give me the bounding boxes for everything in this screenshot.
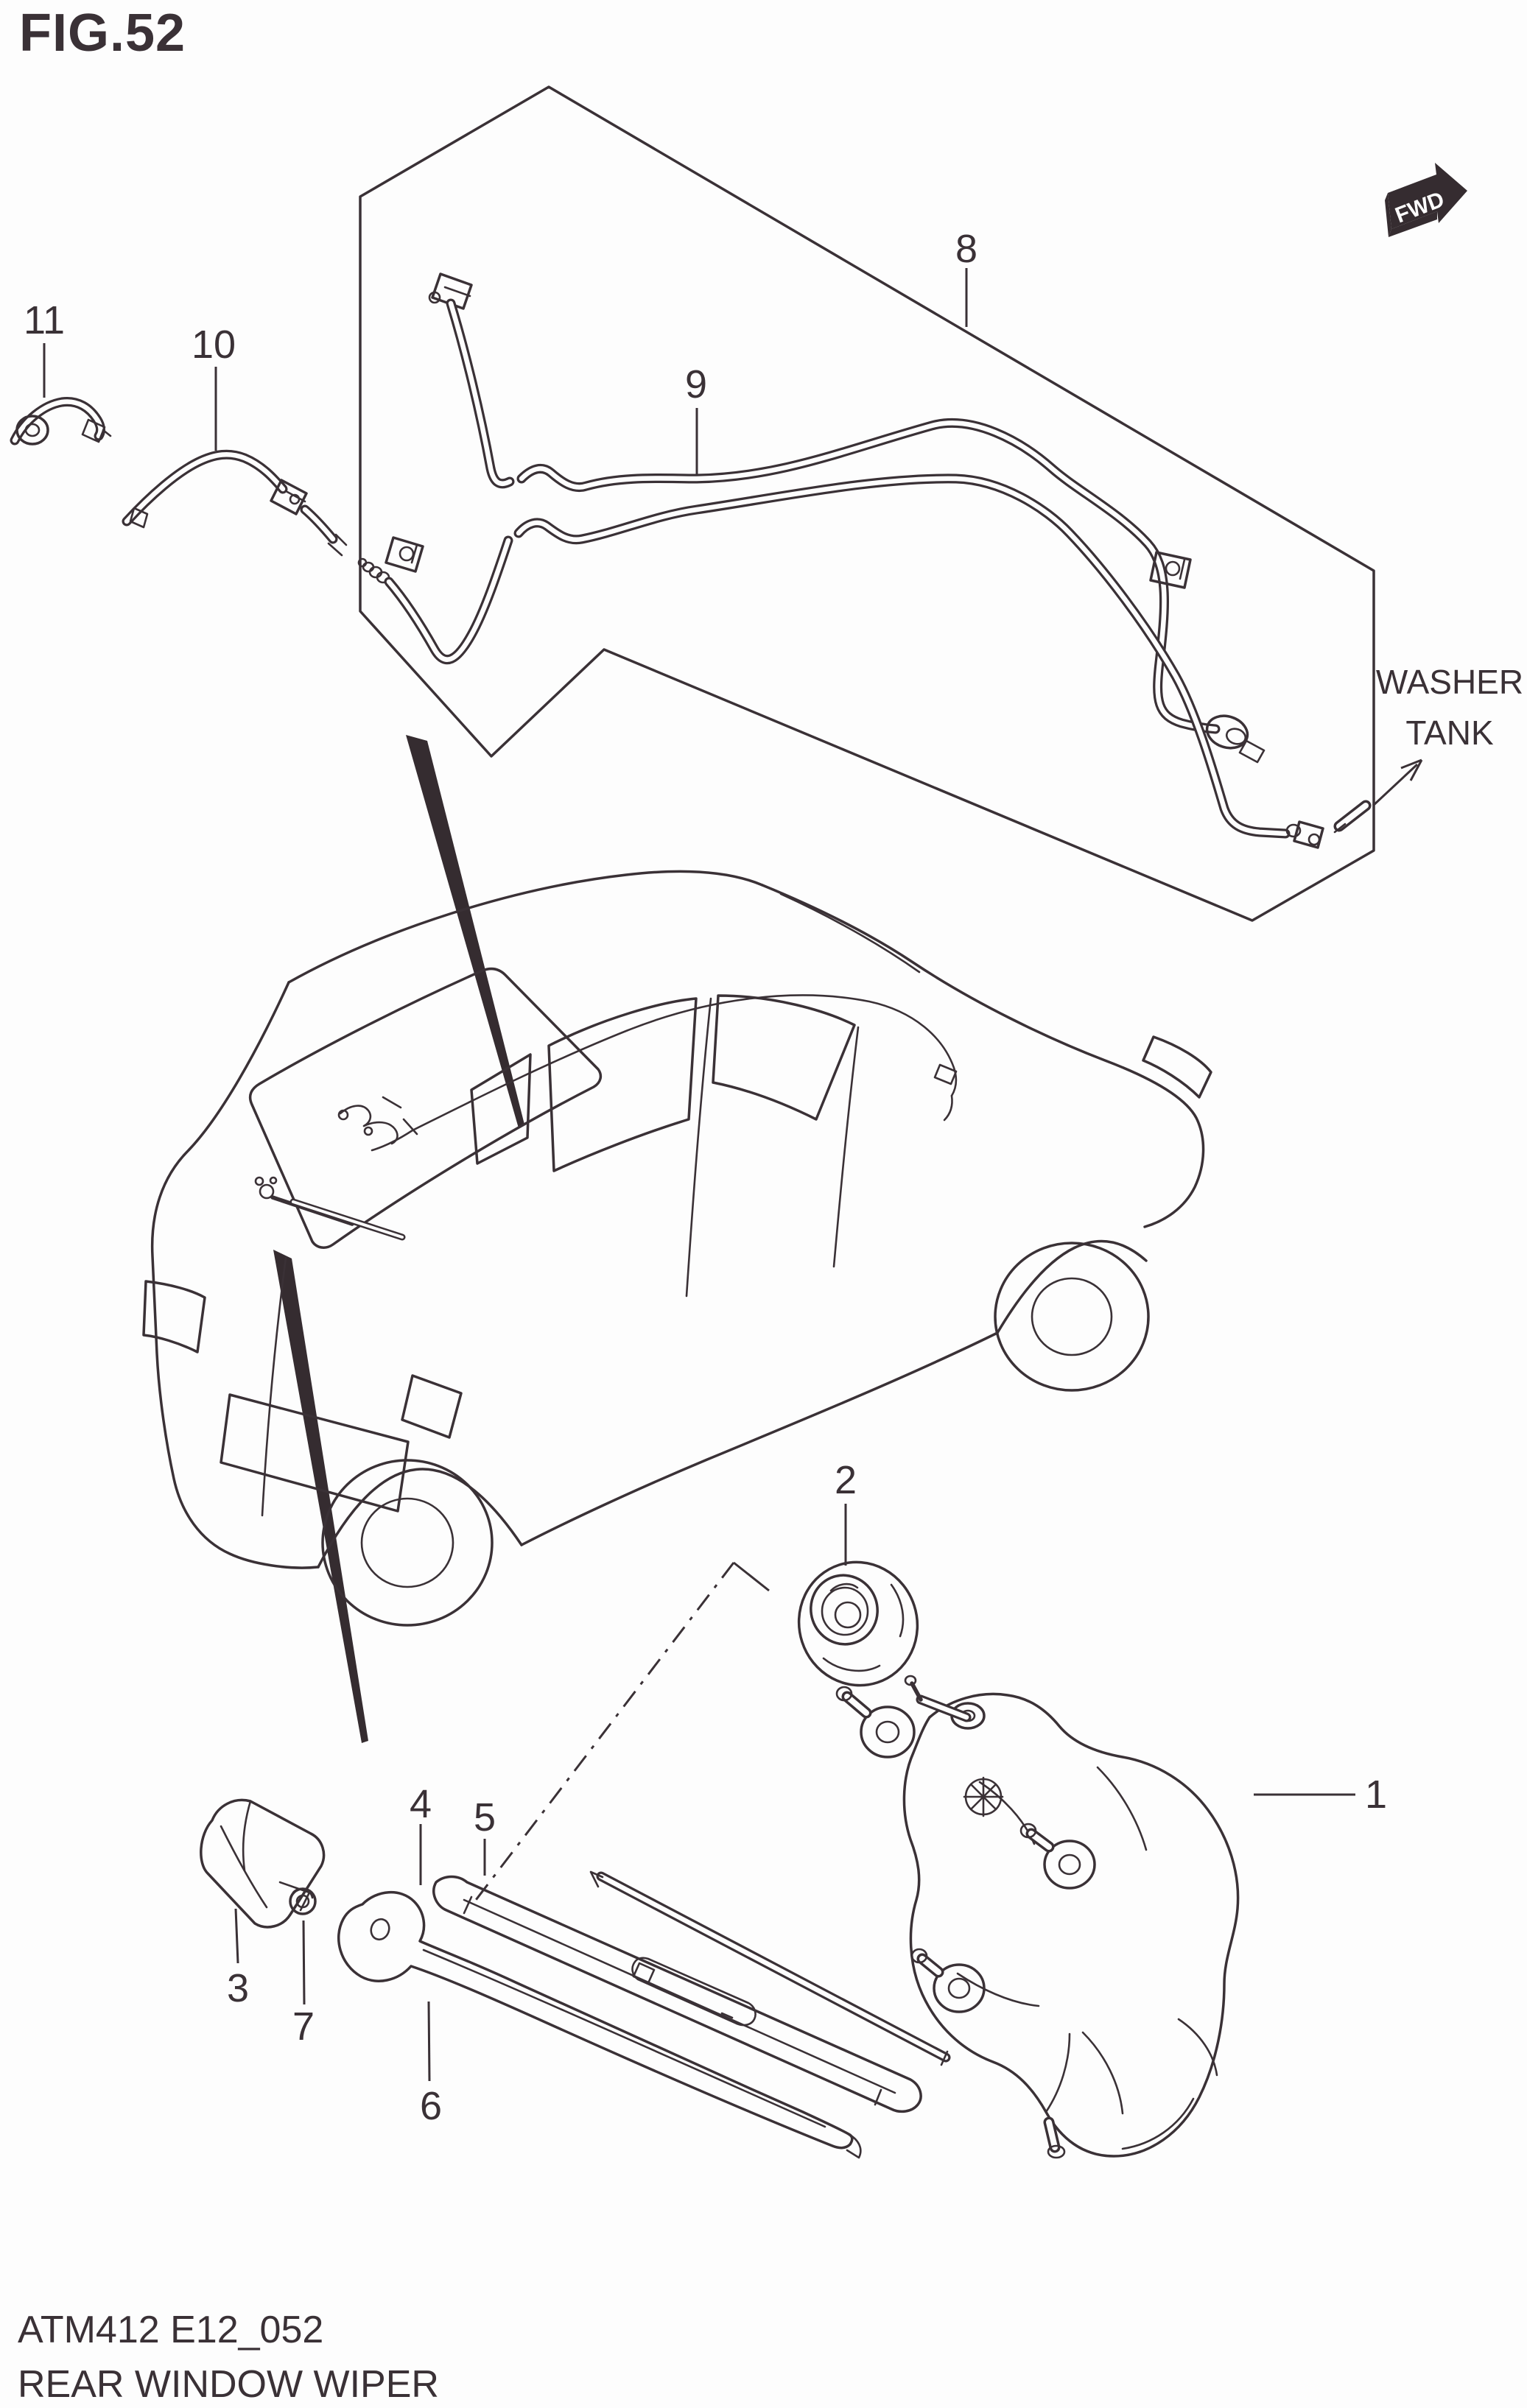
hose-clip-icon [1149, 551, 1192, 589]
callout-3: 3 [226, 1966, 250, 2010]
callout-8: 8 [955, 227, 978, 271]
grommet-part [797, 1560, 919, 1687]
pointer-wedge-window-to-arm [273, 1250, 368, 1743]
roof-washer-hose [337, 994, 958, 1152]
car-illustration [142, 870, 1212, 1627]
rear-door-window [547, 997, 698, 1172]
license-recess [220, 1393, 410, 1513]
wiper-arm [337, 1891, 862, 2159]
wiper-motor [835, 1675, 1240, 2159]
washer-tank-line1: WASHER [1375, 663, 1524, 701]
hose-clamp-icon [385, 536, 424, 573]
washer-hose-box [359, 85, 1375, 922]
callout-6: 6 [419, 2084, 443, 2128]
callout-7: 7 [292, 2004, 315, 2049]
washer-hose-9 [428, 272, 1266, 764]
footer-title: REAR WINDOW WIPER [18, 2363, 439, 2406]
hose-nozzle-icon [270, 479, 308, 515]
rear-wheel [321, 1459, 494, 1627]
figure-title: FIG.52 [19, 4, 186, 63]
motor-mount-bushing [1019, 1823, 1096, 1890]
washer-hose-8 [357, 473, 1372, 849]
washer-hose-11 [10, 397, 112, 446]
rear-wiper-on-car [254, 1176, 406, 1241]
washer-tank-line2: TANK [1405, 714, 1494, 752]
leader-lines [43, 268, 1355, 2082]
wiper-blade [432, 1875, 922, 2113]
callout-11: 11 [23, 298, 66, 342]
fwd-arrow-icon: FWD [1385, 163, 1467, 237]
front-wheel [994, 1242, 1150, 1392]
pointer-wedge-box-to-roof [406, 735, 524, 1128]
callout-9: 9 [684, 362, 708, 406]
rear-window [248, 967, 603, 1249]
washer-hose-10 [122, 449, 348, 557]
motor-mount-bushing [835, 1686, 916, 1759]
callout-5: 5 [473, 1795, 496, 1840]
motor-mount-bushing [910, 1948, 986, 2013]
wiper-arm-cap [200, 1798, 326, 1929]
callout-2: 2 [834, 1458, 857, 1502]
washer-tank-label: WASHER TANK [1369, 657, 1527, 758]
hose-end-tube-icon [1333, 800, 1372, 834]
headlight [1142, 1035, 1212, 1099]
taillight-right [401, 1374, 463, 1439]
taillight-left [142, 1280, 206, 1353]
pivot-nut [289, 1887, 317, 1915]
quarter-window [470, 1053, 532, 1165]
callout-4: 4 [409, 1782, 432, 1826]
hose-grommet-icon [1205, 714, 1266, 764]
front-door-window [712, 994, 856, 1121]
callout-1: 1 [1364, 1772, 1388, 1817]
hose-elbow-joint-icon [1285, 820, 1324, 849]
callout-10: 10 [191, 323, 236, 367]
washer-tank-arrow-icon [1372, 758, 1423, 807]
footer-code: ATM412 E12_052 [18, 2309, 324, 2351]
blade-rubber-strip [589, 1870, 951, 2066]
